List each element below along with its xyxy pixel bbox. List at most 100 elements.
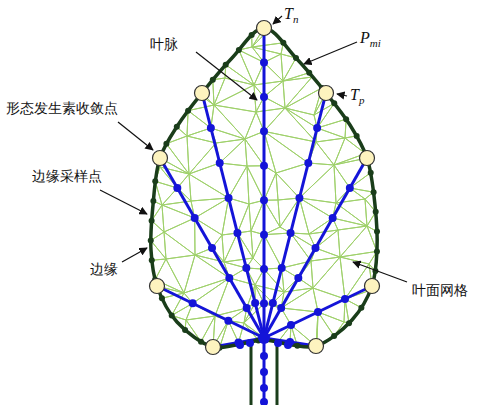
point-symbol: Tp bbox=[350, 85, 364, 107]
mesh-triangle bbox=[253, 235, 264, 269]
mesh-triangle bbox=[247, 166, 264, 200]
edge-sample-dot bbox=[374, 248, 380, 254]
mesh-triangle bbox=[264, 235, 282, 269]
vein-dot bbox=[225, 194, 233, 202]
leader-arrow bbox=[337, 94, 347, 96]
vein-dot bbox=[224, 317, 232, 325]
vein-dot bbox=[260, 384, 268, 392]
callout-label: 叶脉 bbox=[150, 36, 178, 53]
leader-arrows bbox=[100, 16, 407, 282]
vein-dot bbox=[269, 299, 277, 307]
edge-sample-dot bbox=[368, 170, 374, 176]
vein-dot bbox=[208, 244, 216, 252]
vein-dot bbox=[294, 274, 302, 282]
mesh-triangle bbox=[211, 128, 245, 143]
mesh-triangle bbox=[184, 278, 229, 303]
leader-arrow bbox=[304, 42, 357, 64]
mesh-triangle bbox=[245, 131, 264, 165]
vein-dot bbox=[260, 196, 268, 204]
vein-line bbox=[202, 93, 264, 338]
mesh-triangle bbox=[222, 233, 237, 262]
edge-sample-dot bbox=[150, 198, 156, 204]
edge-sample-dot bbox=[331, 333, 337, 339]
mesh-triangle bbox=[193, 278, 230, 316]
mesh-triangle bbox=[264, 131, 308, 173]
leader-arrow bbox=[100, 190, 147, 214]
edge-sample-dot bbox=[280, 40, 286, 46]
vein-line bbox=[264, 93, 326, 338]
vein-dot bbox=[312, 244, 320, 252]
mesh-triangle bbox=[316, 138, 345, 165]
vein-dot bbox=[278, 264, 286, 272]
leader-arrow bbox=[122, 248, 147, 262]
edge-sample-dot bbox=[149, 257, 155, 263]
mesh-triangle bbox=[254, 62, 283, 85]
vein-base-dot bbox=[258, 332, 270, 344]
edge-sample-dot bbox=[174, 124, 180, 130]
mesh-triangle bbox=[264, 166, 276, 200]
convergence-point bbox=[360, 151, 375, 166]
edge-sample-dot bbox=[331, 100, 337, 106]
vein-dot bbox=[191, 214, 199, 222]
callout-label: 边缘采样点 bbox=[32, 168, 102, 185]
convergence-point bbox=[257, 21, 272, 36]
edge-sample-dot bbox=[374, 229, 380, 235]
vein-dot bbox=[260, 398, 268, 405]
mesh-triangle bbox=[264, 200, 280, 234]
vein-dot bbox=[295, 194, 303, 202]
edge-sample-dot bbox=[148, 238, 154, 244]
convergence-point bbox=[195, 86, 210, 101]
vein-dot bbox=[260, 58, 268, 66]
vein-dot bbox=[260, 93, 268, 101]
callout-label: 形态发生素收敛点 bbox=[6, 100, 118, 117]
edge-sample-dot bbox=[293, 55, 299, 61]
vein-dot bbox=[329, 214, 337, 222]
mesh-triangle bbox=[313, 257, 345, 299]
mesh-triangle bbox=[164, 232, 195, 259]
vein-dot bbox=[260, 162, 268, 170]
mesh-triangle bbox=[340, 251, 377, 264]
edge-sample-dot bbox=[354, 133, 360, 139]
vein-dot bbox=[274, 339, 282, 347]
vein-dot bbox=[314, 308, 322, 316]
vein-dot bbox=[313, 124, 321, 132]
vein-dot bbox=[243, 304, 251, 312]
vein-dot bbox=[233, 229, 241, 237]
point-symbol: Tn bbox=[284, 4, 298, 26]
convergence-point bbox=[206, 340, 221, 355]
vein-dot bbox=[304, 159, 312, 167]
edge-sample-dot bbox=[198, 339, 204, 345]
leaf-veins bbox=[157, 28, 372, 405]
vein-line bbox=[160, 158, 264, 338]
mesh-triangle bbox=[220, 139, 247, 166]
edge-sample-dot bbox=[169, 312, 175, 318]
convergence-point bbox=[150, 279, 165, 294]
vein-line bbox=[157, 286, 264, 338]
edge-sample-dot bbox=[249, 32, 255, 38]
edge-sample-dot bbox=[373, 209, 379, 215]
leader-arrow bbox=[353, 262, 407, 282]
vein-dot bbox=[287, 321, 295, 329]
edge-sample-dot bbox=[159, 295, 165, 301]
edge-sample-dot bbox=[343, 116, 349, 122]
mesh-triangle bbox=[186, 316, 215, 342]
leader-arrow bbox=[196, 52, 257, 100]
mesh-triangle bbox=[255, 285, 284, 303]
vein-dot bbox=[260, 368, 268, 376]
mesh-triangle bbox=[164, 218, 195, 255]
vein-line bbox=[264, 286, 372, 338]
vein-dot bbox=[246, 339, 254, 347]
vein-dot bbox=[189, 299, 197, 307]
point-symbol: Pmi bbox=[360, 28, 381, 50]
mesh-triangle bbox=[166, 255, 195, 293]
vein-dot bbox=[346, 184, 354, 192]
edge-sample-dot bbox=[163, 141, 169, 147]
vein-dot bbox=[225, 274, 233, 282]
vein-dot bbox=[236, 341, 244, 349]
callout-label: 叶面网格 bbox=[412, 282, 468, 299]
vein-dot bbox=[251, 299, 259, 307]
vein-dot bbox=[284, 341, 292, 349]
vein-dot bbox=[216, 159, 224, 167]
leaf-mesh bbox=[151, 28, 377, 348]
edge-sample-dot bbox=[346, 320, 352, 326]
